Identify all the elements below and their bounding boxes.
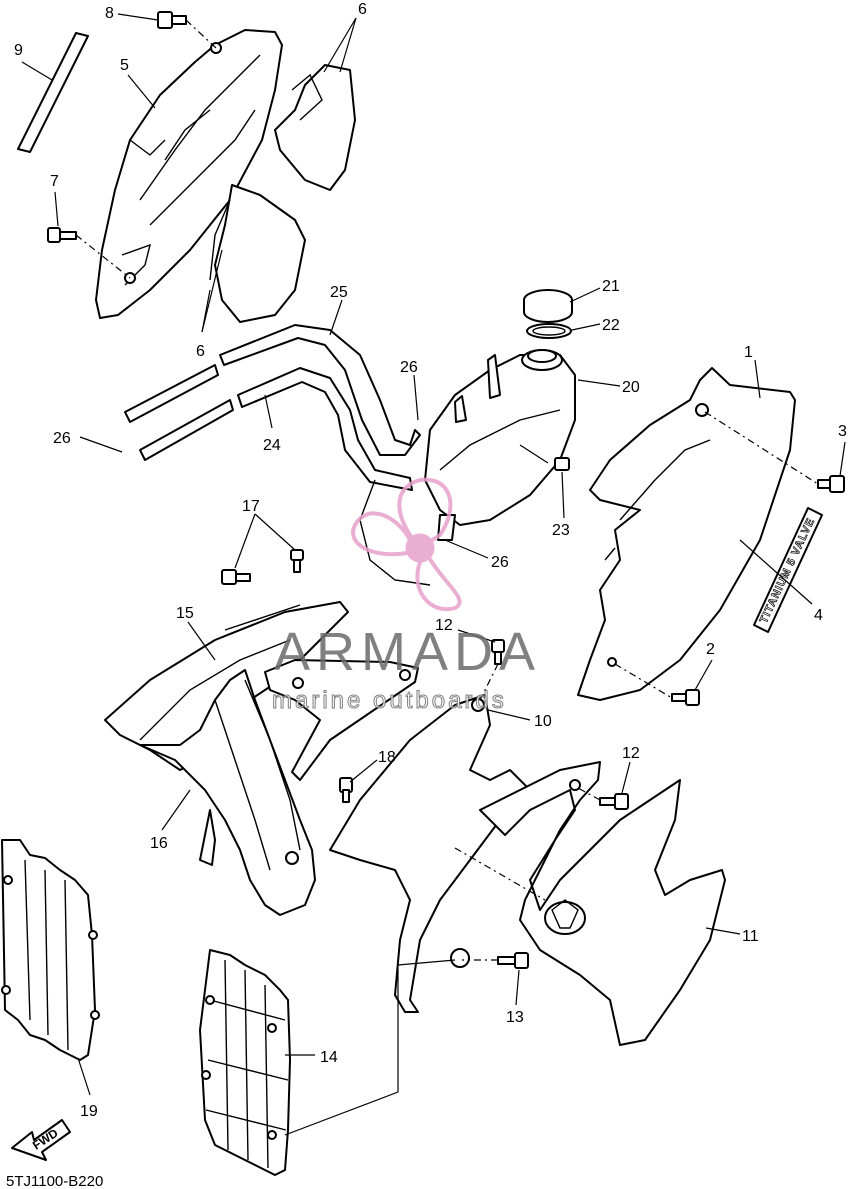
callout-17: 17	[242, 498, 260, 515]
callout-3: 3	[838, 423, 847, 440]
callout-16: 16	[150, 835, 168, 852]
callout-12-right: 12	[622, 745, 640, 762]
part-11-shroud	[479, 761, 726, 1046]
callout-2: 2	[706, 641, 715, 658]
part-13-bolt	[497, 952, 529, 969]
part-6-shroud-upper	[209, 64, 356, 323]
decal-text: TITANIUM 5 VALVE	[758, 516, 817, 625]
part-23-bolt	[519, 444, 570, 471]
part-15-bracket	[264, 659, 419, 781]
part-8-bolt	[157, 11, 187, 29]
callout-19: 19	[80, 1103, 98, 1120]
part-22-ring	[526, 323, 572, 339]
part-17-bolt-b	[290, 549, 304, 573]
part-16-shroud-inner	[139, 669, 316, 916]
callout-4: 4	[814, 607, 823, 624]
watermark-tagline: marine outboards	[272, 687, 507, 714]
part-24-25-hoses	[124, 324, 431, 586]
part-7-bolt	[47, 227, 77, 243]
callout-26-mid: 26	[491, 554, 509, 571]
leader-lines	[21, 13, 846, 1136]
part-21-cap	[523, 289, 573, 323]
part-19-guard	[1, 839, 100, 1061]
part-1-side-panel	[577, 367, 796, 701]
callout-15: 15	[176, 605, 194, 622]
fwd-arrow-icon: FWD	[11, 1119, 71, 1161]
part-18-bolt	[339, 777, 353, 803]
callout-25: 25	[330, 284, 348, 301]
part-14-guard	[199, 949, 291, 1176]
callout-12-top: 12	[435, 617, 453, 634]
callout-26-left: 26	[53, 430, 71, 447]
callout-7: 7	[50, 173, 59, 190]
part-12-bolt-b	[599, 793, 629, 810]
callout-labels: 8 9 5 6 7 6 25 26 26 24 21 22 20 1 3 23 …	[14, 1, 847, 1120]
callout-1: 1	[744, 344, 753, 361]
callout-9: 9	[14, 42, 23, 59]
callout-26-top: 26	[400, 359, 418, 376]
part-17-bolt-a	[221, 569, 251, 585]
callout-5: 5	[120, 57, 129, 74]
callout-24: 24	[263, 437, 281, 454]
watermark: ARMADA marine outboards	[272, 477, 541, 715]
callout-18: 18	[378, 749, 396, 766]
callout-23: 23	[552, 522, 570, 539]
callout-10: 10	[534, 713, 552, 730]
callout-14: 14	[320, 1049, 338, 1066]
part-20-fuel-tank	[424, 349, 576, 541]
callout-20: 20	[622, 379, 640, 396]
callout-6-bottom: 6	[196, 343, 205, 360]
part-5-side-cover	[95, 29, 283, 319]
callout-13: 13	[506, 1009, 524, 1026]
drawing-code: 5TJ1100-B220	[6, 1173, 103, 1189]
part-2-bolt	[671, 689, 700, 706]
part-3-bolt	[817, 475, 845, 493]
callout-21: 21	[602, 278, 620, 295]
callout-11: 11	[742, 928, 759, 945]
part-10-bracket	[329, 694, 531, 1013]
watermark-brand: ARMADA	[274, 622, 541, 682]
callout-8: 8	[105, 5, 114, 22]
part-9-strip	[17, 32, 89, 153]
propeller-logo-icon	[351, 477, 462, 612]
callout-22: 22	[602, 317, 620, 334]
callout-6-top: 6	[358, 1, 367, 18]
